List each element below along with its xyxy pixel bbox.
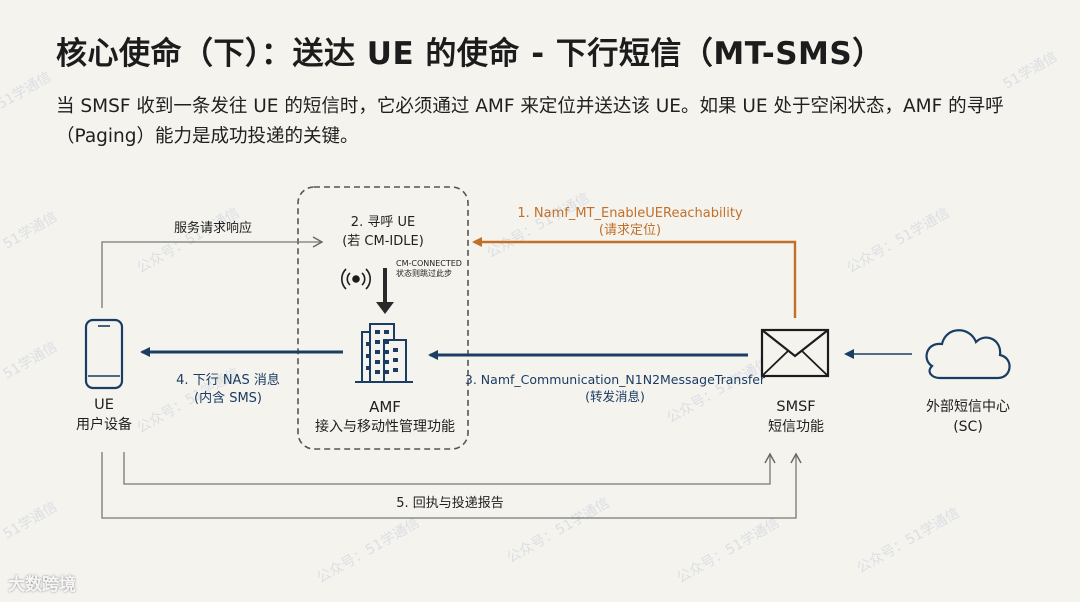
phone-icon	[84, 318, 124, 390]
skip-note-line2: 状态则跳过此步	[396, 269, 452, 278]
paging-arrowhead	[376, 302, 394, 314]
step5-label: 5. 回执与投递报告	[396, 496, 504, 511]
service-response-label: 服务请求响应	[173, 221, 252, 236]
sc-name: 外部短信中心	[926, 399, 1010, 415]
step2-sub: (若 CM-IDLE)	[342, 234, 424, 249]
step1-arrow	[472, 237, 797, 318]
step3-sub: (转发消息)	[585, 389, 645, 404]
ue-name: UE	[94, 397, 114, 413]
ue-desc: 用户设备	[76, 417, 132, 433]
step5-arrow-inner	[123, 452, 776, 485]
amf-name: AMF	[369, 398, 401, 416]
building-icon	[355, 323, 413, 383]
step2-label: 2. 寻呼 UE	[350, 215, 416, 230]
service-response-arrow	[101, 236, 324, 308]
step1-label: 1. Namf_MT_EnableUEReachability	[517, 206, 743, 221]
brand-logo: 大数跨境	[8, 575, 76, 595]
amf-dashed-box	[297, 186, 469, 450]
sc-desc: (SC)	[953, 419, 983, 435]
cloud-icon	[925, 329, 1011, 380]
smsf-desc: 短信功能	[768, 419, 824, 435]
step5-arrow-outer	[101, 452, 802, 519]
step4-label: 4. 下行 NAS 消息	[176, 373, 280, 388]
page-title: 核心使命（下）：送达 UE 的使命 - 下行短信（MT-SMS）	[56, 36, 884, 72]
step4-sub: (内含 SMS)	[194, 391, 262, 406]
paging-signal-icon	[341, 268, 371, 290]
intro-paragraph: 当 SMSF 收到一条发往 UE 的短信时，它必须通过 AMF 来定位并送达该 …	[56, 96, 1004, 147]
smsf-name: SMSF	[776, 399, 816, 415]
step1-sub: (请求定位)	[598, 223, 662, 238]
amf-desc: 接入与移动性管理功能	[315, 419, 455, 435]
step3-label: 3. Namf_Communication_N1N2MessageTransfe…	[464, 372, 766, 387]
envelope-icon	[760, 328, 830, 378]
skip-note-line1: CM-CONNECTED	[396, 259, 462, 268]
